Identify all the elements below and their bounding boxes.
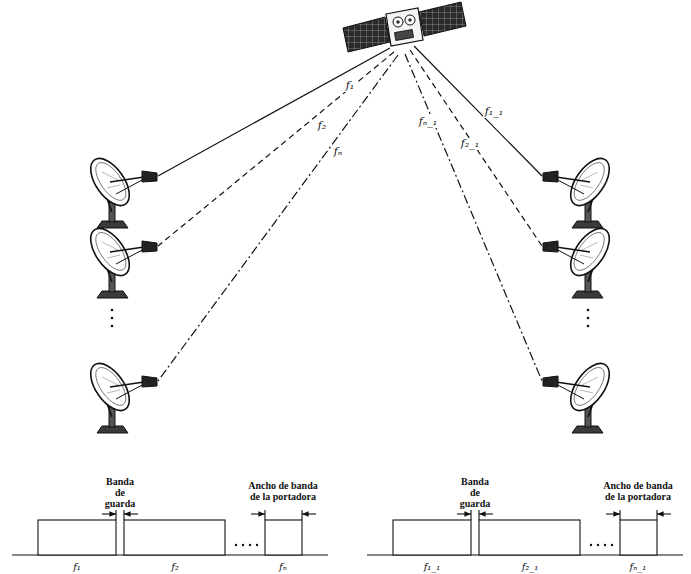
carrier-frequency: fₙ_₁ <box>417 116 439 128</box>
dish-antenna <box>543 152 617 228</box>
carrier-frequency: f₂_₁ <box>459 138 481 150</box>
dish-antenna <box>543 222 617 298</box>
axis-frequency: f₂_₁ <box>521 561 540 572</box>
dish-antenna <box>83 152 157 228</box>
earth-stations <box>83 152 617 433</box>
carrier-frequency: f₁_₁ <box>483 106 505 118</box>
axis-frequency: f₂ <box>170 561 180 572</box>
dish-antenna <box>83 357 157 433</box>
axis-frequency: fₙ_₁ <box>629 561 648 572</box>
bandwidth-label: Ancho de banda de la portadora <box>244 480 322 502</box>
axis-frequency: fₙ <box>278 561 288 572</box>
radio-links <box>158 46 542 381</box>
frequency-spectrum <box>367 510 683 555</box>
satellite <box>343 2 466 52</box>
dish-antenna <box>543 357 617 433</box>
axis-frequency: f₁ <box>72 561 82 572</box>
dish-antenna <box>83 222 157 298</box>
guard-band-label: Banda de guarda <box>99 476 141 509</box>
guard-band-label: Banda de guarda <box>454 476 496 509</box>
carrier-frequency: f₂ <box>316 120 328 132</box>
frequency-spectrum <box>12 510 328 555</box>
ellipsis-dots <box>111 309 590 328</box>
carrier-frequency: f₁ <box>344 80 356 92</box>
bandwidth-label: Ancho de banda de la portadora <box>599 480 677 502</box>
carrier-frequency: fₙ <box>332 146 345 158</box>
axis-frequency: f₁_₁ <box>423 561 442 572</box>
